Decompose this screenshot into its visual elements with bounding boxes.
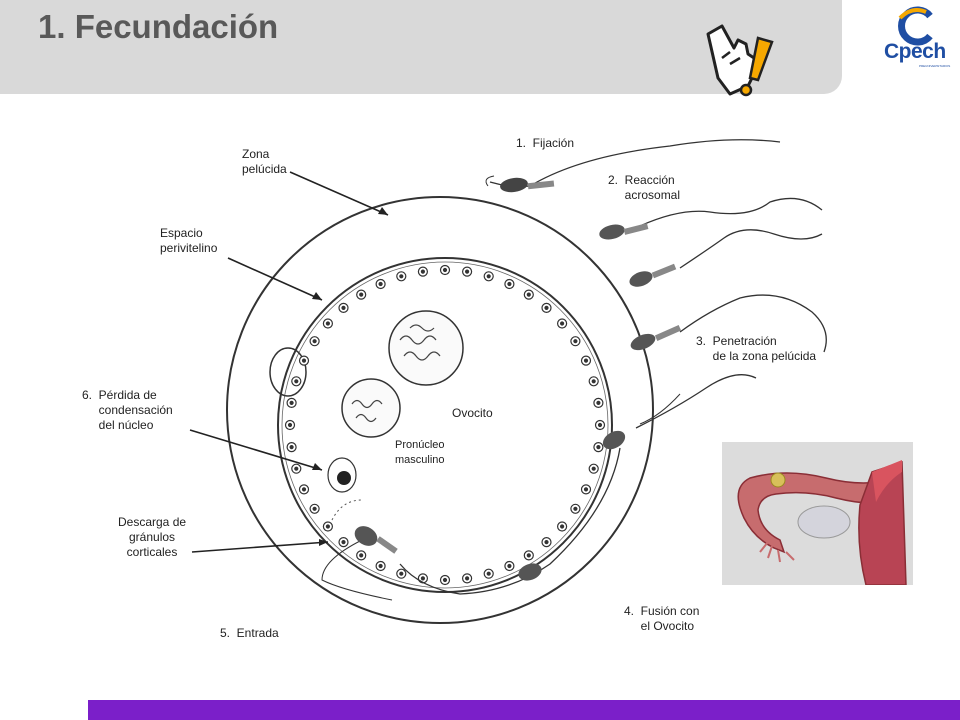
cortical-granule-core xyxy=(289,400,294,405)
cortical-granule-core xyxy=(544,539,549,545)
cortical-granule-core xyxy=(591,379,596,384)
logo-text: Cpech xyxy=(884,40,946,63)
cortical-granules xyxy=(284,264,606,586)
cortical-granule-core xyxy=(573,506,578,511)
cortical-granule-core xyxy=(486,274,491,279)
cortical-granule-core xyxy=(526,292,531,297)
label-zona-pelucida: Zona pelúcida xyxy=(242,147,287,176)
cpech-logo-icon xyxy=(898,6,933,46)
cortical-granule-core xyxy=(312,339,317,344)
cortical-granule-core xyxy=(399,571,404,576)
cortical-granule-core xyxy=(420,269,425,274)
cortical-granule-core xyxy=(294,379,299,384)
label-pronucleo-masculino: Pronúcleo masculino xyxy=(395,439,445,466)
zona-pelucida-outer xyxy=(226,196,654,624)
cortical-granule-core xyxy=(526,553,531,558)
cortical-granule-core xyxy=(420,576,425,581)
cortical-granule-core xyxy=(378,281,383,287)
cortical-granule-core xyxy=(359,292,364,297)
male-pronucleus xyxy=(341,378,401,438)
cortical-granule-core xyxy=(301,358,307,363)
uterus-tube-inset xyxy=(722,442,913,586)
cortical-granule-core xyxy=(442,267,448,273)
cortical-granule-core xyxy=(378,563,383,569)
label-descarga-granulos: Descarga de gránulos corticales xyxy=(118,515,187,559)
cortical-granule-core xyxy=(312,506,317,511)
cortical-granule-core xyxy=(596,445,601,450)
cortical-granule-core xyxy=(294,466,299,471)
title-bar xyxy=(0,0,842,94)
label-penetracion: 3. Penetración de la zona pelúcida xyxy=(696,334,817,363)
cortical-granule-core xyxy=(591,466,596,471)
cortical-granule-core xyxy=(465,269,470,274)
label-ovocito: Ovocito xyxy=(452,406,493,420)
cortical-granule-core xyxy=(289,445,294,450)
hand-pointer-exclamation-icon xyxy=(706,24,774,97)
cortical-granule-core xyxy=(486,571,491,576)
slide-title: 1. Fecundación xyxy=(38,8,279,45)
logo-subtext: PREUNIVERSITARIOS xyxy=(919,64,951,68)
cortical-granule-core xyxy=(301,487,307,492)
label-fusion: 4. Fusión con el Ovocito xyxy=(624,604,700,633)
label-fijacion: 1. Fijación xyxy=(516,136,575,150)
cortical-granule-core xyxy=(399,274,404,279)
cortical-granule-core xyxy=(573,339,578,344)
oocyte-membrane xyxy=(277,257,613,593)
label-perdida-condensacion: 6. Pérdida de condensación del núcleo xyxy=(82,388,173,432)
female-pronucleus xyxy=(388,310,464,386)
cortical-granule-core xyxy=(442,577,448,583)
cortical-granule-core xyxy=(559,321,565,326)
cortical-granule-core xyxy=(559,524,565,529)
cortical-granule-core xyxy=(583,358,589,363)
cortical-granule-core xyxy=(596,400,601,405)
cortical-granule-core xyxy=(325,321,330,326)
footer-accent-bar xyxy=(88,700,960,720)
polar-body xyxy=(269,347,307,397)
cortical-granule-core xyxy=(359,553,364,558)
label-entrada: 5. Entrada xyxy=(220,626,279,640)
cortical-granule-core xyxy=(507,281,512,287)
cortical-granule-core xyxy=(341,305,346,310)
cortical-granule-core xyxy=(583,487,589,492)
cortical-granule-core xyxy=(597,422,603,428)
cortical-granule-core xyxy=(544,305,549,310)
cortical-granule-core xyxy=(507,563,512,569)
label-reaccion-acrosomal: 2. Reacción acrosomal xyxy=(608,173,681,202)
cortical-granule-core xyxy=(287,422,293,428)
cortical-granule-core xyxy=(465,576,470,581)
label-espacio-perivitelino: Espacio perivitelino xyxy=(160,226,218,255)
cortical-granule-core xyxy=(325,524,330,529)
cortical-granule-core xyxy=(341,539,346,545)
